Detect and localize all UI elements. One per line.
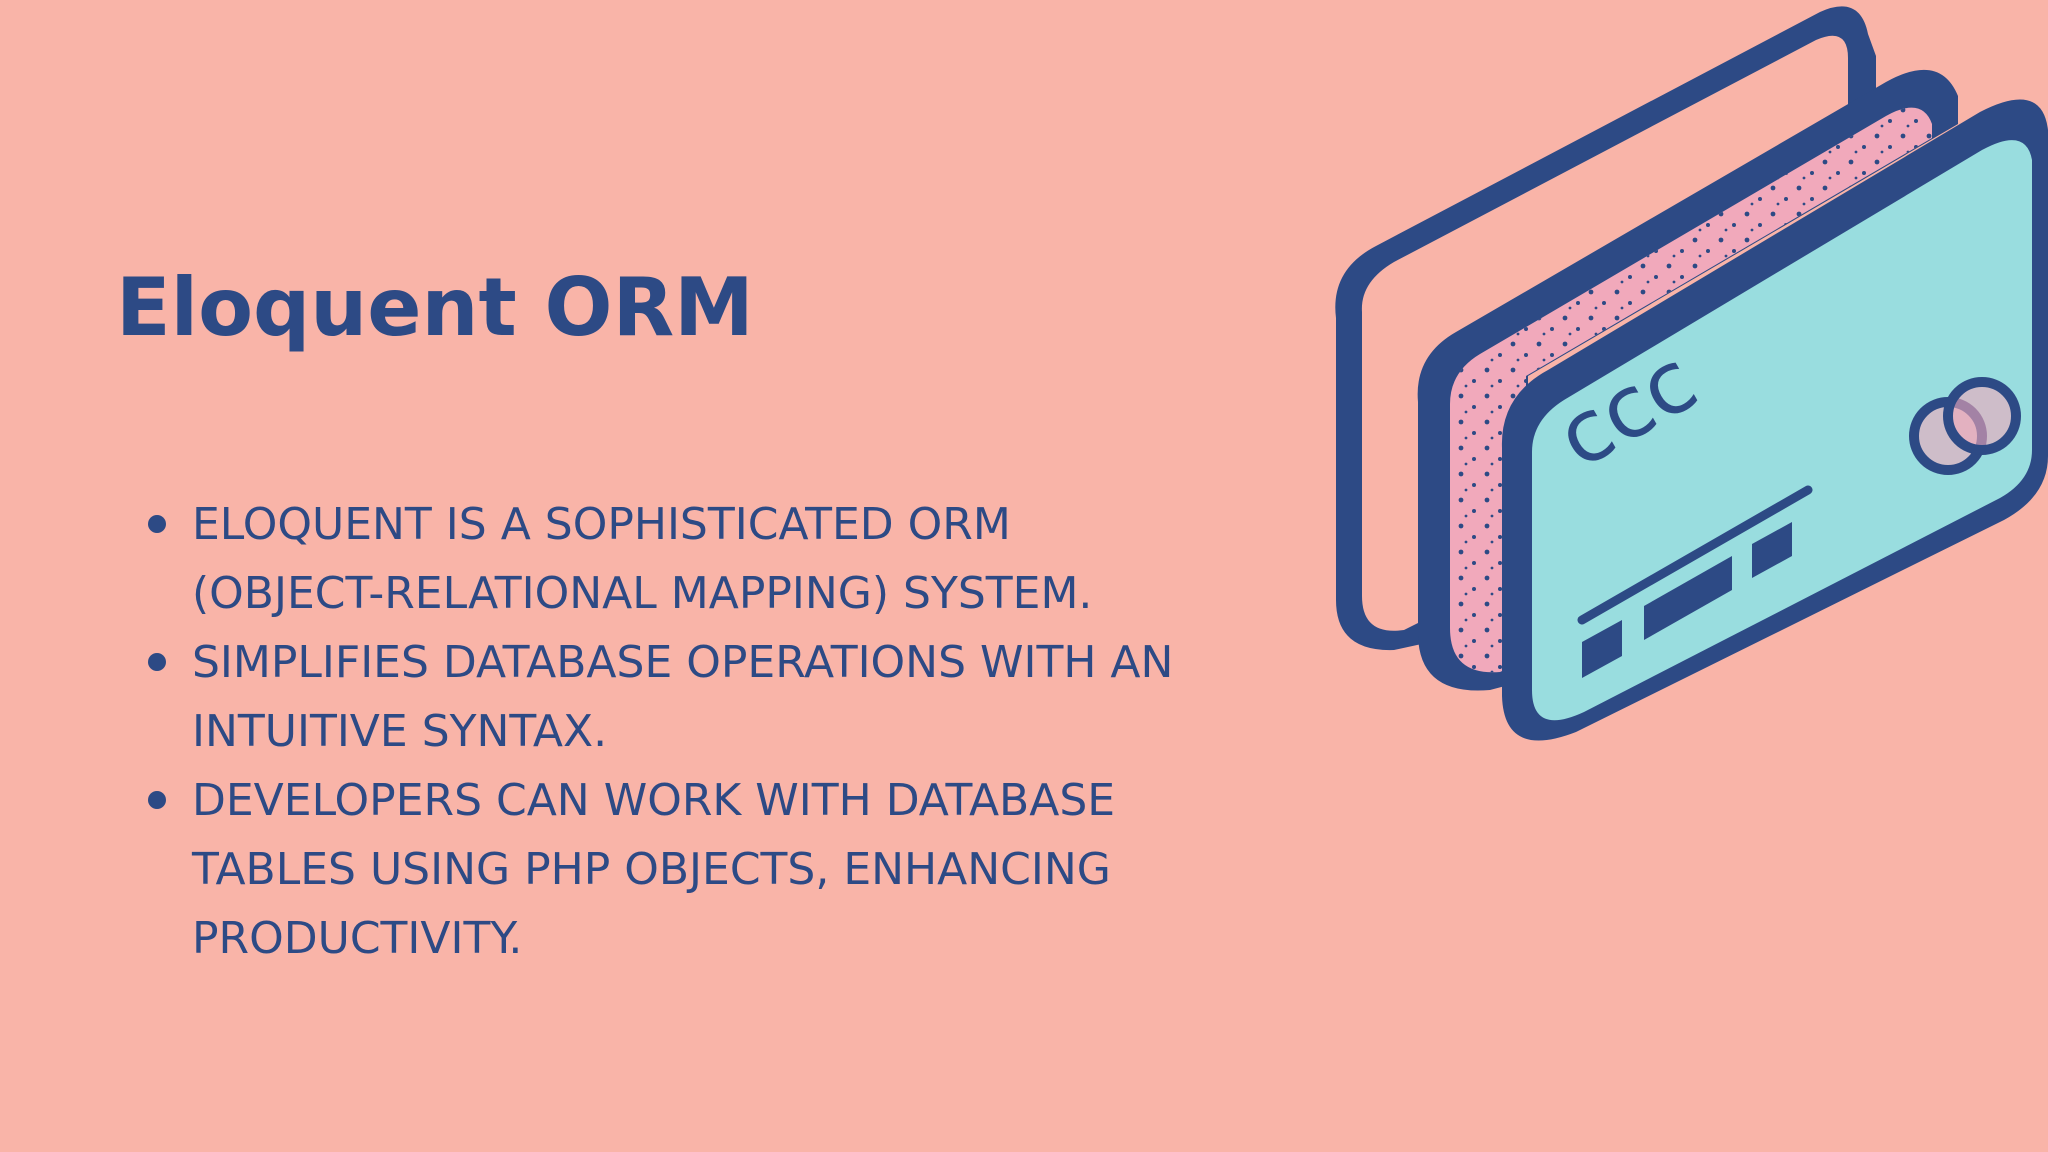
bullet-dot-icon xyxy=(148,653,166,671)
slide-title: Eloquent ORM xyxy=(116,261,754,354)
card-front: ccc xyxy=(1501,99,2048,741)
bullet-list: ELOQUENT IS A SOPHISTICATED ORM (OBJECT-… xyxy=(144,490,1184,973)
bullet-dot-icon xyxy=(148,791,166,809)
credit-cards-icon: ccc xyxy=(1335,6,2048,741)
bullet-item: DEVELOPERS CAN WORK WITH DATABASE TABLES… xyxy=(144,766,1184,973)
bullet-dot-icon xyxy=(148,515,166,533)
bullet-item: SIMPLIFIES DATABASE OPERATIONS WITH AN I… xyxy=(144,628,1184,766)
bullet-text: ELOQUENT IS A SOPHISTICATED ORM (OBJECT-… xyxy=(192,499,1093,619)
bullet-text: DEVELOPERS CAN WORK WITH DATABASE TABLES… xyxy=(192,775,1116,964)
bullet-item: ELOQUENT IS A SOPHISTICATED ORM (OBJECT-… xyxy=(144,490,1184,628)
bullet-text: SIMPLIFIES DATABASE OPERATIONS WITH AN I… xyxy=(192,637,1174,757)
